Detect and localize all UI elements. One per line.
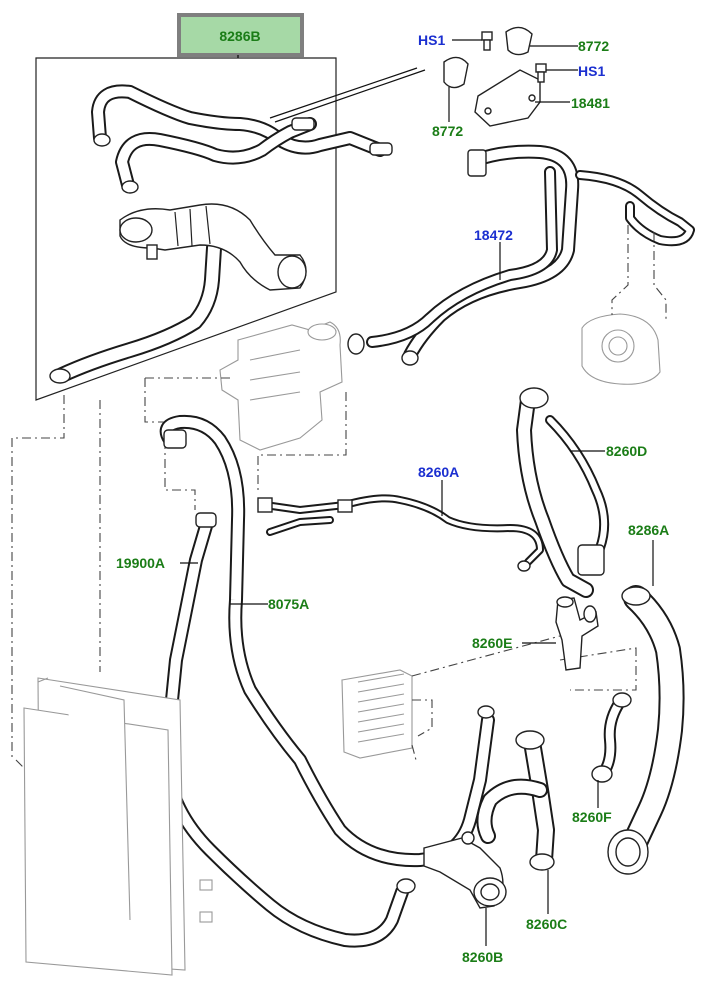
label-8260B[interactable]: 8260B: [462, 949, 503, 965]
label-18481[interactable]: 18481: [571, 95, 610, 111]
label-8075A[interactable]: 8075A: [268, 596, 309, 612]
label-8260C[interactable]: 8260C: [526, 916, 567, 932]
label-8260E[interactable]: 8260E: [472, 635, 512, 651]
throttle-body: [581, 313, 661, 385]
dashed-link-reservoir: [144, 377, 347, 510]
label-8772-left[interactable]: 8772: [432, 123, 463, 139]
label-8286B[interactable]: 8286B: [219, 28, 260, 44]
hose-8260F[interactable]: [591, 692, 632, 783]
hose-assembly-8286B[interactable]: [91, 84, 393, 194]
filler-housing[interactable]: [119, 203, 307, 291]
bolt-HS1-top[interactable]: [481, 31, 493, 51]
label-8772-top[interactable]: 8772: [578, 38, 609, 54]
bolt-HS1-right[interactable]: [535, 63, 547, 83]
hose-8260D[interactable]: [516, 387, 610, 598]
dashed-link-radiator: [11, 395, 101, 769]
dashed-link-oil-cooler: [411, 635, 637, 761]
header-box-8286B[interactable]: [177, 13, 304, 57]
hose-8075A[interactable]: [159, 414, 495, 868]
hose-18472[interactable]: [347, 144, 695, 366]
label-8286A[interactable]: 8286A: [628, 522, 669, 538]
label-18472[interactable]: 18472: [474, 227, 513, 243]
hose-8286A[interactable]: [607, 585, 685, 875]
oil-cooler: [341, 669, 413, 759]
label-8260A[interactable]: 8260A: [418, 464, 459, 480]
connector-8260E[interactable]: [555, 596, 599, 671]
bracket-18481[interactable]: [474, 69, 541, 127]
coupling-8260B[interactable]: [423, 831, 507, 909]
hose-8260C[interactable]: [476, 730, 555, 871]
clip-8772-left[interactable]: [443, 56, 469, 89]
label-HS1-right[interactable]: HS1: [578, 63, 605, 79]
radiator: [23, 677, 213, 976]
coolant-reservoir: [219, 321, 343, 451]
label-19900A[interactable]: 19900A: [116, 555, 165, 571]
lower-hose-8286B[interactable]: [49, 240, 222, 384]
dashed-link-throttle: [611, 225, 667, 320]
clip-8772-right[interactable]: [505, 26, 533, 56]
label-HS1-top[interactable]: HS1: [418, 32, 445, 48]
label-8260F[interactable]: 8260F: [572, 809, 612, 825]
leader-lines: [180, 39, 654, 946]
label-8260D[interactable]: 8260D: [606, 443, 647, 459]
hose-8260A[interactable]: [257, 494, 544, 572]
